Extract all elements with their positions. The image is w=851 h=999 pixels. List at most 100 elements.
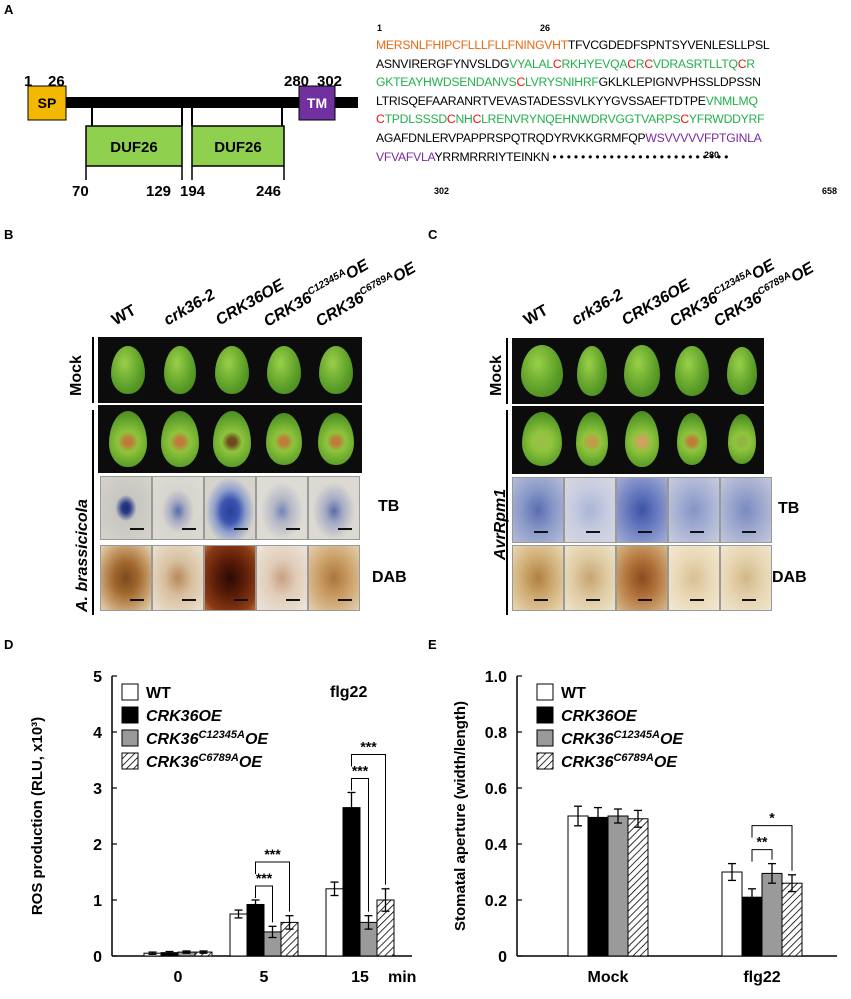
duf26-domain-1 [85,125,183,167]
panel-c-tb-tile-2 [616,477,668,543]
panel-c-tb-label: TB [778,500,800,517]
seq-pos-26: 26 [540,23,551,33]
panel-b-dab-tile-3 [256,545,308,611]
significance-bracket [351,777,369,912]
significance-bracket [255,861,290,912]
significance-bracket [351,753,386,885]
panel-b-tb-tile-2 [204,476,256,540]
panel-c-dab-tile-4 [720,545,772,611]
panel-c-mock-leaf-2 [624,345,660,397]
panel-c-dab-tile-scalebar-0 [534,599,548,601]
panel-b-dab-tile-scalebar-1 [182,599,196,601]
panel-c-dab-tile-3 [668,545,720,611]
bar-Mock-3 [627,818,649,957]
pos-1-label: 1 [24,73,32,90]
panel-b-treatment-label: A. brassicicola [74,499,91,612]
panel-b-infected-leaf-0 [109,411,147,467]
panel-b-mock-leaf-4 [319,346,353,394]
panel-b-dab-tile-1 [152,545,204,611]
panel-c-dab-tile-scalebar-4 [742,599,756,601]
panel-c-tb-tile-4 [720,477,772,543]
bar-flg22-2 [761,872,783,957]
panel-b-dab-tile-2 [204,545,256,611]
panel-b-tb-tile-1 [152,476,204,540]
tm-domain [298,85,336,121]
panel-c-tb-tile-scalebar-4 [742,531,756,533]
panel-label-d: D [4,637,14,652]
panel-c-infected-leaf-1 [576,412,608,466]
sequence-row: ASNVIRERGFYNVSLDGVYALALCRKHYEVQACRCVDRAS… [376,56,755,71]
domain-diagram: 1 26 280 302 SP TM DUF26 DUF26 70 129 19… [24,73,358,200]
panel-b-infected-leaf-1 [161,411,199,467]
panel-c-mock-leaf-1 [577,346,607,396]
sp-domain [27,85,67,121]
panel-b-tb-tile-scalebar-1 [182,528,196,530]
panel-b-mock-leaf-0 [111,346,145,394]
significance-bracket [255,885,273,923]
protein-sequence: MERSNLFHIPCFLLLFLLFNINGVHTTFVCGDEDFSPNTS… [376,36,846,166]
y-tick-label: 1.0 [485,669,507,686]
panel-c-mock-leaf-4 [727,347,757,395]
panel-b-tb-label: TB [378,498,400,515]
y-tick-label: 4 [93,725,102,742]
x-tick-label: Mock [588,969,629,986]
panel-c-infected-leaf-0 [522,412,562,466]
panel-b-col-header-1: crk36-2 [161,286,219,330]
y-tick-label: 3 [93,781,102,798]
panel-label-c: C [428,227,438,242]
x-tick-label: 0 [174,969,183,986]
sequence-row: LTRISQEFAARANRTVEVASTADESSVLKYYGVSSAEFTD… [376,93,758,108]
legend-swatch-1 [536,706,554,724]
seq-pos-658: 658 [822,186,838,196]
duf26-domain-2 [191,125,285,167]
panel-c-tb-tile-scalebar-2 [638,531,652,533]
panel-label-b: B [4,227,14,242]
y-tick-label: 0.6 [485,781,507,798]
panel-b-mock-leaf-3 [267,346,301,394]
significance-label: * [769,810,775,826]
panel-c-tb-tile-scalebar-0 [534,531,548,533]
significance-bracket [751,825,793,871]
panel-c-tb-tile-scalebar-1 [586,531,600,533]
bar-5-0 [229,913,248,957]
panel-b-tb-tile-3 [256,476,308,540]
legend-label-0: WT [561,685,586,702]
panel-b-tb-tile-scalebar-0 [130,528,144,530]
x-tick-label: flg22 [743,969,780,986]
significance-label: *** [352,762,369,778]
y-axis-label: Stomatal aperture (width/length) [452,701,469,931]
duf26-label-1: DUF26 [110,139,158,156]
sequence-row: VFVAFVLAYRRMRRRIYTEINKN • • • • • • • • … [376,149,729,164]
sequence-row: AGAFDNLERVPAPPRSPQTRQDYRVKKGRMFQPWSVVVVV… [376,130,762,145]
sequence-row: CTPDLSSSDCNHCLRENVRYNQEHNWDRVGGTVARPSCYF… [376,112,765,127]
bar-15-0 [325,888,344,957]
panel-c-dab-tile-2 [616,545,668,611]
pos-246-label: 246 [256,183,281,200]
panel-label-e: E [428,637,437,652]
panel-c-dab-tile-scalebar-3 [690,599,704,601]
panel-b-dab-tile-4 [308,545,360,611]
seq-pos-280: 280 [704,150,720,160]
bar-15-1 [342,807,361,957]
y-tick-label: 0 [93,949,102,966]
significance-label: ** [757,834,768,850]
seq-pos-302: 302 [434,186,450,196]
legend-swatch-0 [536,683,554,701]
chart-annotation: flg22 [330,684,367,701]
panel-b-mock-label: Mock [68,355,85,396]
panel-b-dab-tile-0 [100,545,152,611]
legend-label-1: CRK36OE [146,708,223,725]
legend-label-2: CRK36C12345AOE [561,729,684,748]
panel-b-dab-tile-scalebar-4 [338,599,352,601]
significance-label: *** [264,846,281,862]
sequence-row: GKTEAYHWDSENDANVSCLVRYSNIHRFGKLKLEPIGNVP… [376,75,761,90]
panel-c-infected-leaf-2 [625,411,659,467]
x-unit-label: min [388,969,416,986]
pos-129-label: 129 [146,183,171,200]
panel-c-tb-tile-0 [512,477,564,543]
pos-70-label: 70 [72,183,89,200]
legend-swatch-2 [121,729,139,747]
y-tick-label: 0.2 [485,893,507,910]
